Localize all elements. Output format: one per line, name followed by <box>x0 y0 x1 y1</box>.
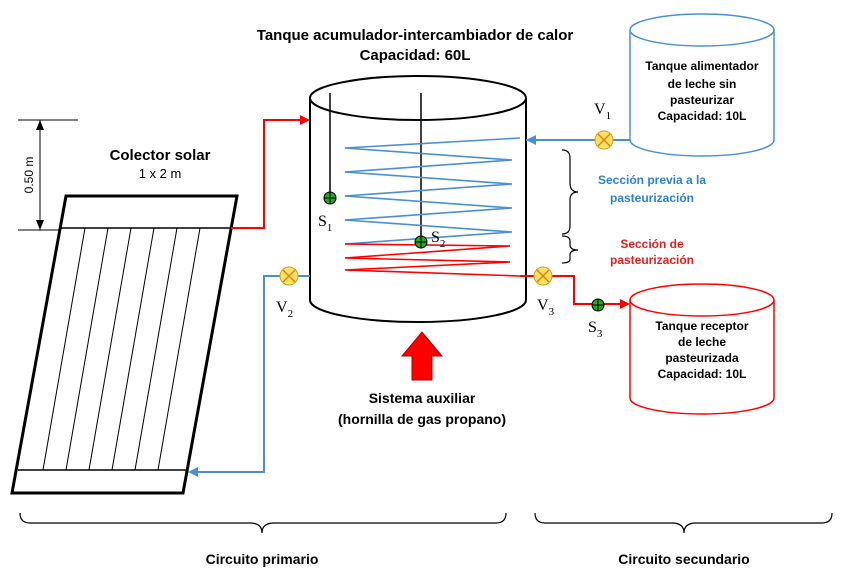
primary-hot-pipe <box>231 119 302 229</box>
sensor-s2-label: S2 <box>431 229 445 250</box>
pre-pasteurization-label-2: pasteurización <box>610 191 694 205</box>
receiver-tank-label-2: de leche <box>678 335 726 349</box>
main-tank-title: Tanque acumulador-intercambiador de calo… <box>257 27 574 44</box>
secondary-circuit-label: Circuito secundario <box>618 551 749 567</box>
valve-v2[interactable] <box>279 266 299 286</box>
brace-pre-pasteurization <box>561 149 579 235</box>
feed-tank-label-3: pasteurizar <box>670 93 734 107</box>
brace-secondary-circuit <box>534 512 833 534</box>
sensor-s1 <box>323 191 337 205</box>
sensor-s3 <box>591 298 605 312</box>
receiver-tank <box>629 283 775 415</box>
sensor-s3-label: S3 <box>588 319 603 340</box>
sensor-s2 <box>414 235 428 249</box>
valve-v2-label: V2 <box>276 299 293 320</box>
feed-tank <box>629 13 775 157</box>
receiver-tank-label-4: Capacidad: 10L <box>658 367 747 381</box>
pasteurization-label-2: pasteurización <box>610 253 694 267</box>
feed-tank-label-1: Tanque alimentador <box>645 59 758 73</box>
valve-v3[interactable] <box>533 266 553 286</box>
primary-circuit-label: Circuito primario <box>206 551 319 567</box>
coil-pasteurization <box>344 243 521 277</box>
primary-hot-pipe-arrow <box>300 115 310 125</box>
auxiliary-label-1: Sistema auxiliar <box>369 390 476 406</box>
coil-pre-pasteurization <box>344 137 521 245</box>
height-dimension <box>18 119 78 231</box>
brace-pasteurization <box>561 235 579 264</box>
sensor-s1-label: S1 <box>318 213 332 234</box>
feed-pipe-arrow <box>526 135 536 145</box>
feed-tank-label-4: Capacidad: 10L <box>658 109 747 123</box>
pre-pasteurization-label-1: Sección previa a la <box>598 173 706 187</box>
main-tank-capacity: Capacidad: 60L <box>360 47 471 64</box>
main-tank <box>309 75 527 323</box>
receiver-tank-label-1: Tanque receptor <box>655 319 748 333</box>
height-label: 0.50 m <box>22 157 36 194</box>
feed-tank-label-2: de leche sin <box>668 77 737 91</box>
pasteurization-label-1: Sección de <box>620 237 684 251</box>
solar-collector <box>10 194 239 495</box>
auxiliary-label-2: (hornilla de gas propano) <box>338 411 506 427</box>
primary-return-pipe-arrow <box>188 467 198 477</box>
brace-primary-circuit <box>19 512 507 534</box>
valve-v1-label: V1 <box>594 101 611 122</box>
valve-v1[interactable] <box>594 130 614 150</box>
receiver-tank-label-3: pasteurizada <box>665 351 739 365</box>
collector-title: Colector solar <box>110 147 211 164</box>
valve-v3-label: V3 <box>537 297 555 318</box>
heat-arrow-icon <box>400 331 444 381</box>
outlet-pipe-arrow <box>620 299 630 309</box>
collector-size: 1 x 2 m <box>139 166 182 181</box>
